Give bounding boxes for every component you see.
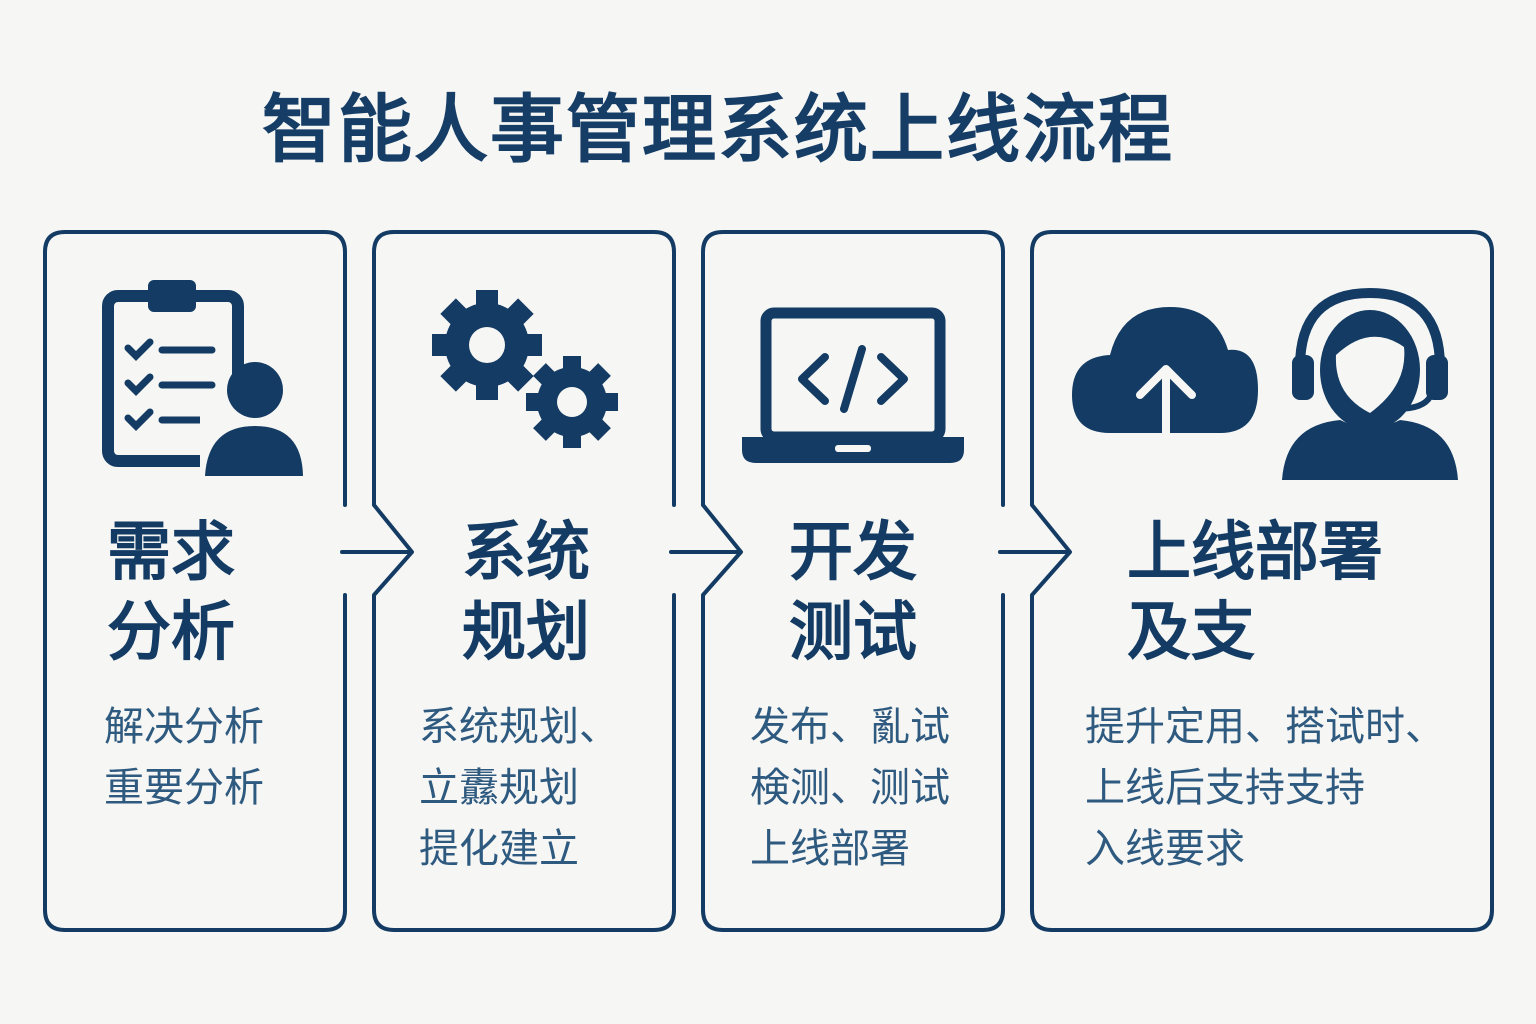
step-2-description: 系统规划、 立纛规划 提化建立 bbox=[419, 704, 619, 872]
step-1-description: 解决分析 重要分析 bbox=[104, 704, 264, 811]
cloud-upload-support-icon bbox=[1072, 287, 1458, 480]
gears-icon bbox=[432, 290, 618, 448]
step-4-heading: 上线部署 及支 bbox=[1127, 516, 1383, 670]
card-1-border bbox=[43, 230, 347, 932]
page-title: 智能人事管理系统上线流程 bbox=[262, 87, 1174, 173]
card-3-border bbox=[701, 230, 1005, 932]
card-4-border bbox=[1030, 230, 1494, 932]
card-2-border bbox=[372, 230, 676, 932]
step-3-heading: 开发 测试 bbox=[789, 516, 917, 670]
clipboard-user-icon bbox=[102, 280, 305, 478]
step-4-description: 提升定用、搭试时、 上线后支持支持 入线要求 bbox=[1085, 704, 1445, 872]
step-1-heading: 需求 分析 bbox=[107, 516, 235, 670]
step-3-description: 发布、亂试 検测、测试 上线部署 bbox=[750, 704, 950, 872]
step-2-heading: 系统 规划 bbox=[462, 516, 590, 670]
laptop-code-icon bbox=[742, 307, 964, 463]
